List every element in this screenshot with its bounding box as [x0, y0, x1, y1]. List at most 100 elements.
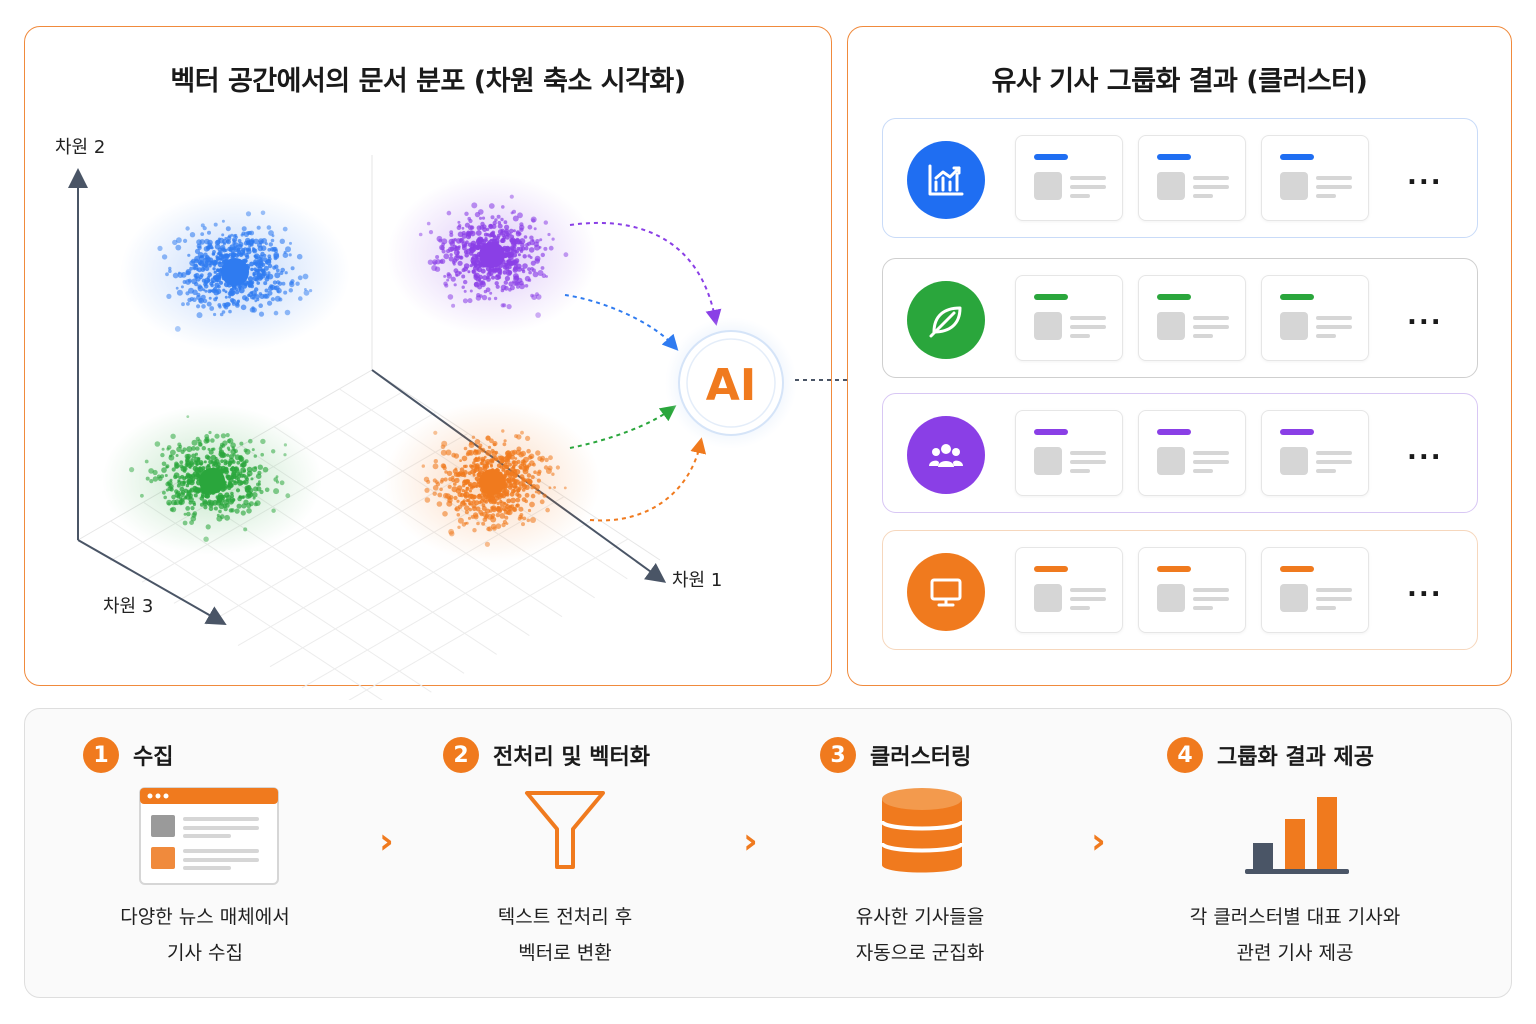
process-panel: 1 수집 다양한 뉴스 매체에서 기사 수집 › 2 전처리 및 벡터화 — [24, 708, 1512, 998]
document-dot — [481, 216, 486, 220]
document-dot — [540, 252, 545, 258]
document-dot — [499, 501, 506, 507]
document-dot — [256, 225, 261, 230]
document-dot — [269, 284, 276, 290]
document-dot — [500, 217, 504, 222]
article-card[interactable] — [1138, 547, 1246, 633]
document-dot — [274, 264, 279, 269]
document-dot — [433, 459, 438, 464]
document-dot — [207, 272, 212, 277]
cluster-row-blue[interactable]: ... — [882, 118, 1478, 238]
document-dot — [267, 263, 273, 269]
article-card[interactable] — [1015, 135, 1123, 221]
document-dot — [474, 500, 480, 506]
document-dot — [177, 442, 182, 447]
document-dot — [226, 438, 231, 444]
document-dot — [499, 493, 504, 498]
document-dot — [255, 268, 259, 273]
document-dot — [219, 312, 224, 317]
document-dot — [530, 485, 535, 490]
document-dot — [176, 237, 182, 244]
document-dot — [461, 285, 465, 289]
document-dot — [163, 495, 167, 500]
document-dot — [277, 281, 283, 286]
document-dot — [197, 267, 202, 273]
cluster-row-orange[interactable]: ... — [882, 530, 1478, 650]
document-dot — [290, 266, 295, 271]
document-dot — [186, 302, 190, 306]
document-dot — [503, 280, 508, 285]
more-button[interactable]: ... — [1407, 301, 1443, 331]
document-dot — [539, 238, 543, 242]
document-dot — [468, 482, 473, 487]
document-dot — [468, 225, 474, 231]
article-card[interactable] — [1261, 275, 1369, 361]
document-dot — [186, 489, 191, 493]
cluster-green-centroid — [199, 468, 225, 494]
article-card[interactable] — [1015, 275, 1123, 361]
document-dot — [473, 281, 480, 288]
document-dot — [478, 261, 482, 266]
document-dot — [521, 488, 526, 492]
document-dot — [230, 442, 236, 449]
document-dot — [230, 491, 234, 496]
article-card[interactable] — [1261, 547, 1369, 633]
document-dot — [279, 480, 285, 486]
document-dot — [475, 449, 482, 455]
document-dot — [437, 492, 443, 498]
document-dot — [211, 252, 216, 256]
document-dot — [234, 253, 239, 258]
document-dot — [219, 280, 223, 285]
document-dot — [443, 274, 447, 278]
document-dot — [459, 492, 465, 498]
document-dot — [194, 486, 198, 490]
document-dot — [494, 450, 499, 455]
cluster-row-purple[interactable]: ... — [882, 393, 1478, 513]
article-card[interactable] — [1015, 410, 1123, 496]
cluster-row-green[interactable]: ... — [882, 258, 1478, 378]
arrow-blue-to-ai — [564, 294, 679, 351]
article-card[interactable] — [1138, 410, 1246, 496]
document-dot — [215, 268, 220, 273]
document-dot — [514, 479, 520, 485]
document-dot — [454, 477, 460, 484]
document-dot — [536, 478, 542, 483]
document-dot — [476, 239, 482, 245]
bar-chart-icon — [1245, 787, 1349, 879]
document-dot — [223, 507, 228, 512]
document-dot — [471, 269, 477, 275]
more-button[interactable]: ... — [1407, 573, 1443, 603]
article-card[interactable] — [1138, 275, 1246, 361]
article-card[interactable] — [1261, 135, 1369, 221]
document-dot — [206, 301, 212, 307]
document-dot — [504, 275, 510, 282]
document-dot — [449, 230, 454, 235]
document-dot — [225, 494, 232, 501]
document-dot — [520, 450, 526, 457]
document-dot — [248, 501, 254, 507]
chart-icon — [907, 141, 985, 219]
article-card[interactable] — [1138, 135, 1246, 221]
document-dot — [273, 310, 279, 316]
document-dot — [221, 254, 227, 259]
document-dot — [458, 271, 462, 275]
document-dot — [179, 464, 184, 469]
document-dot — [242, 473, 246, 478]
document-dot — [467, 270, 471, 274]
arrow-purple-to-ai — [569, 221, 722, 326]
article-card[interactable] — [1015, 547, 1123, 633]
document-dot — [527, 241, 531, 246]
document-dot — [284, 309, 291, 316]
leaf-icon — [907, 281, 985, 359]
document-dot — [282, 252, 289, 258]
document-dot — [201, 446, 206, 451]
document-dot — [451, 260, 456, 264]
document-dot — [519, 222, 524, 227]
document-dot — [228, 482, 234, 489]
more-button[interactable]: ... — [1407, 161, 1443, 191]
document-dot — [523, 235, 528, 239]
document-dot — [479, 461, 483, 465]
article-card[interactable] — [1261, 410, 1369, 496]
document-dot — [235, 488, 241, 493]
more-button[interactable]: ... — [1407, 436, 1443, 466]
